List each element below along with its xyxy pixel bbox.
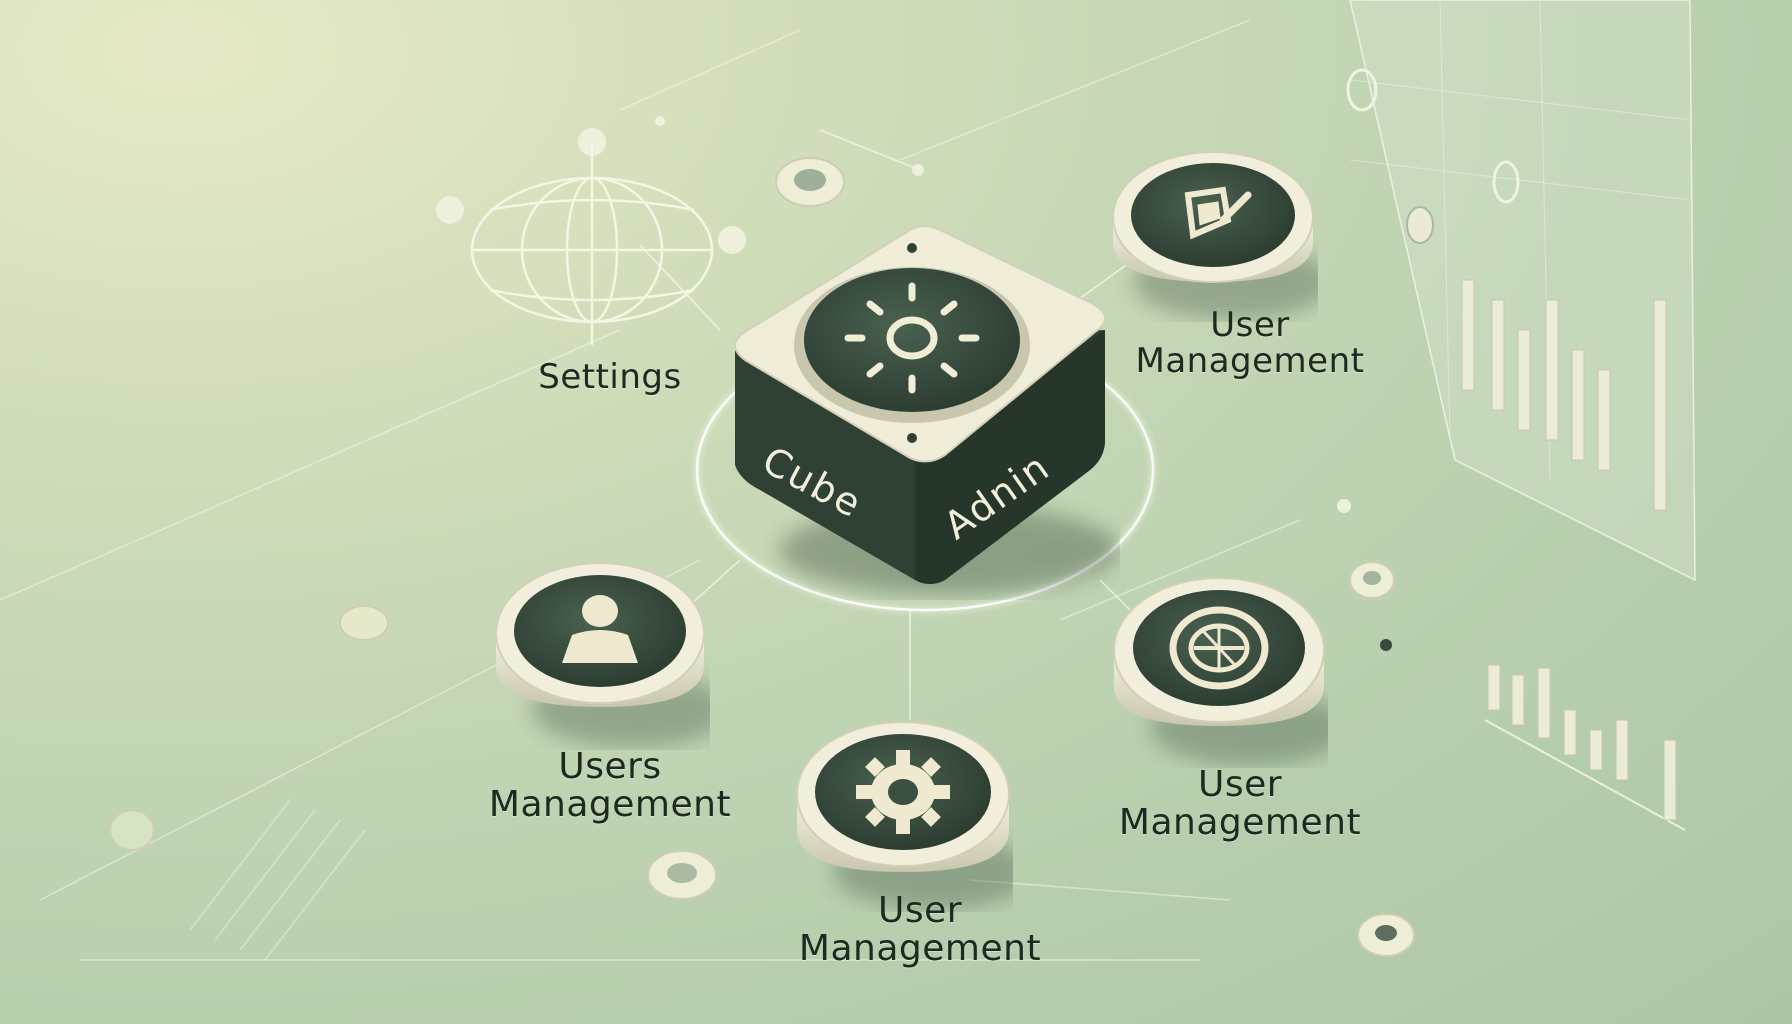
hub-cube[interactable]: Cube Adnin	[700, 220, 1120, 600]
hub-cube-shape	[734, 225, 1120, 595]
label-top-right-line1: User	[1210, 305, 1290, 345]
button-top-right[interactable]	[1108, 142, 1333, 322]
label-bottom-line2: Management	[798, 927, 1042, 969]
round-button-shape	[1112, 151, 1333, 320]
decorative-rings	[109, 157, 1415, 957]
floating-bars	[1484, 664, 1686, 831]
label-right: User Management	[1090, 766, 1390, 842]
target-icon	[1169, 606, 1269, 690]
streaks	[189, 799, 366, 961]
user-icon	[562, 595, 638, 663]
globe-wireframe-icon	[470, 142, 714, 345]
floating-chart-panel	[1346, 0, 1696, 582]
label-left-line1: Users	[558, 746, 662, 787]
label-left: Users Management	[470, 748, 750, 824]
label-bottom: User Management	[770, 892, 1070, 968]
button-right[interactable]	[1110, 568, 1350, 768]
gear-icon	[856, 750, 950, 834]
label-bottom-line1: User	[877, 890, 963, 931]
label-top-right-line2: Management	[1135, 340, 1365, 381]
button-bottom[interactable]	[793, 712, 1033, 912]
label-right-line2: Management	[1118, 801, 1362, 843]
label-top-right: User Management	[1110, 305, 1390, 381]
sun-icon	[844, 282, 980, 394]
label-settings: Settings	[538, 357, 682, 397]
label-left-line2: Management	[488, 783, 732, 825]
broom-icon	[1184, 186, 1252, 240]
round-button-shape	[796, 721, 1033, 910]
label-right-line1: User	[1197, 764, 1283, 805]
button-left[interactable]	[492, 555, 732, 750]
